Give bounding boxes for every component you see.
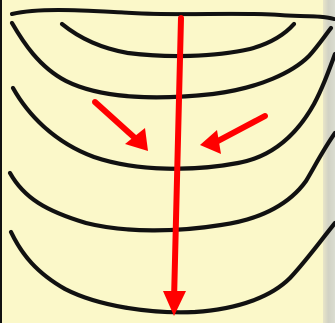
converging-arrow-right-shaft <box>216 116 265 142</box>
contour-line-1 <box>12 10 334 19</box>
downslope-arrow-shaft <box>174 18 181 300</box>
converging-arrowhead-right <box>200 130 221 154</box>
converging-arrow-left-shaft <box>95 102 136 139</box>
contour-line-5 <box>10 133 335 230</box>
